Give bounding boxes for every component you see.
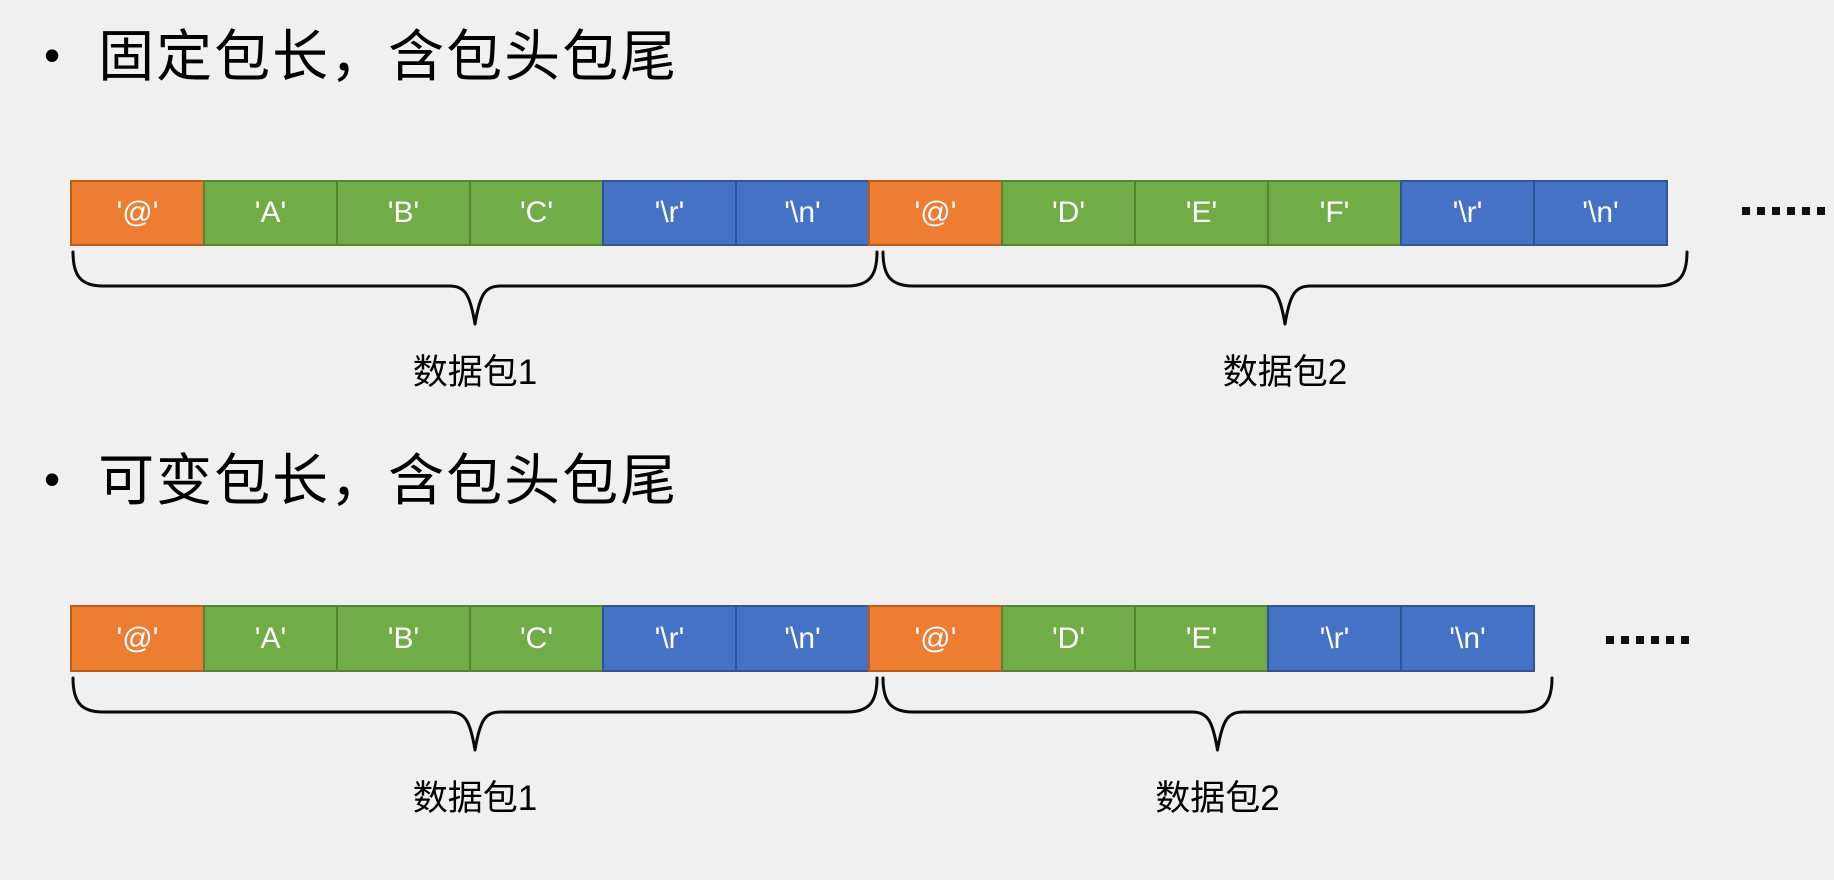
byte-cell: '\r' <box>1267 605 1402 672</box>
byte-cell: '\r' <box>602 180 737 246</box>
underbrace <box>881 676 1554 752</box>
ellipsis-dot <box>1651 636 1659 644</box>
byte-cell: '@' <box>70 605 205 672</box>
byte-cell: '\n' <box>735 605 870 672</box>
byte-strip: '@''A''B''C''\r''\n''@''D''E''\r''\n' <box>70 605 1535 672</box>
byte-cell: '\r' <box>602 605 737 672</box>
bullet-icon: • <box>44 452 61 505</box>
byte-cell: '@' <box>70 180 205 246</box>
ellipsis-dot <box>1757 207 1765 215</box>
byte-cell: 'F' <box>1267 180 1402 246</box>
ellipsis-dot <box>1636 636 1644 644</box>
byte-cell: 'A' <box>203 605 338 672</box>
ellipsis-dot <box>1787 207 1795 215</box>
ellipsis <box>1606 636 1689 644</box>
byte-cell: '\n' <box>735 180 870 246</box>
ellipsis-dot <box>1742 207 1750 215</box>
ellipsis-dot <box>1666 636 1674 644</box>
byte-cell: 'B' <box>336 180 471 246</box>
section-heading-text: 固定包长，含包头包尾 <box>98 25 679 88</box>
underbrace <box>71 250 879 326</box>
byte-cell: 'C' <box>469 605 604 672</box>
section-heading: • 固定包长，含包头包尾 <box>44 26 678 88</box>
ellipsis-dot <box>1621 636 1629 644</box>
byte-cell: 'D' <box>1001 605 1136 672</box>
byte-cell: 'D' <box>1001 180 1136 246</box>
byte-cell: '\n' <box>1400 605 1535 672</box>
byte-cell: 'E' <box>1134 605 1269 672</box>
byte-cell: '@' <box>868 605 1003 672</box>
byte-cell: '\n' <box>1533 180 1668 246</box>
byte-cell: 'E' <box>1134 180 1269 246</box>
section-heading-text: 可变包长，含包头包尾 <box>98 449 679 512</box>
byte-cell: '\r' <box>1400 180 1535 246</box>
byte-cell: 'C' <box>469 180 604 246</box>
ellipsis <box>1742 207 1825 215</box>
packet-label: 数据包1 <box>412 353 538 392</box>
packet-label: 数据包1 <box>412 779 538 818</box>
ellipsis-dot <box>1681 636 1689 644</box>
packet-braces <box>71 676 1554 752</box>
packet-label: 数据包2 <box>1155 779 1280 818</box>
ellipsis-dot <box>1817 207 1825 215</box>
byte-strip: '@''A''B''C''\r''\n''@''D''E''F''\r''\n' <box>70 180 1668 246</box>
packet-label: 数据包2 <box>1222 353 1348 392</box>
ellipsis-dot <box>1802 207 1810 215</box>
byte-cell: '@' <box>868 180 1003 246</box>
ellipsis-dot <box>1606 636 1614 644</box>
ellipsis-dot <box>1772 207 1780 215</box>
underbrace <box>71 676 879 752</box>
section-heading: • 可变包长，含包头包尾 <box>44 450 678 512</box>
underbrace <box>881 250 1689 326</box>
packet-braces <box>71 250 1689 326</box>
bullet-icon: • <box>44 28 61 81</box>
byte-cell: 'B' <box>336 605 471 672</box>
byte-cell: 'A' <box>203 180 338 246</box>
